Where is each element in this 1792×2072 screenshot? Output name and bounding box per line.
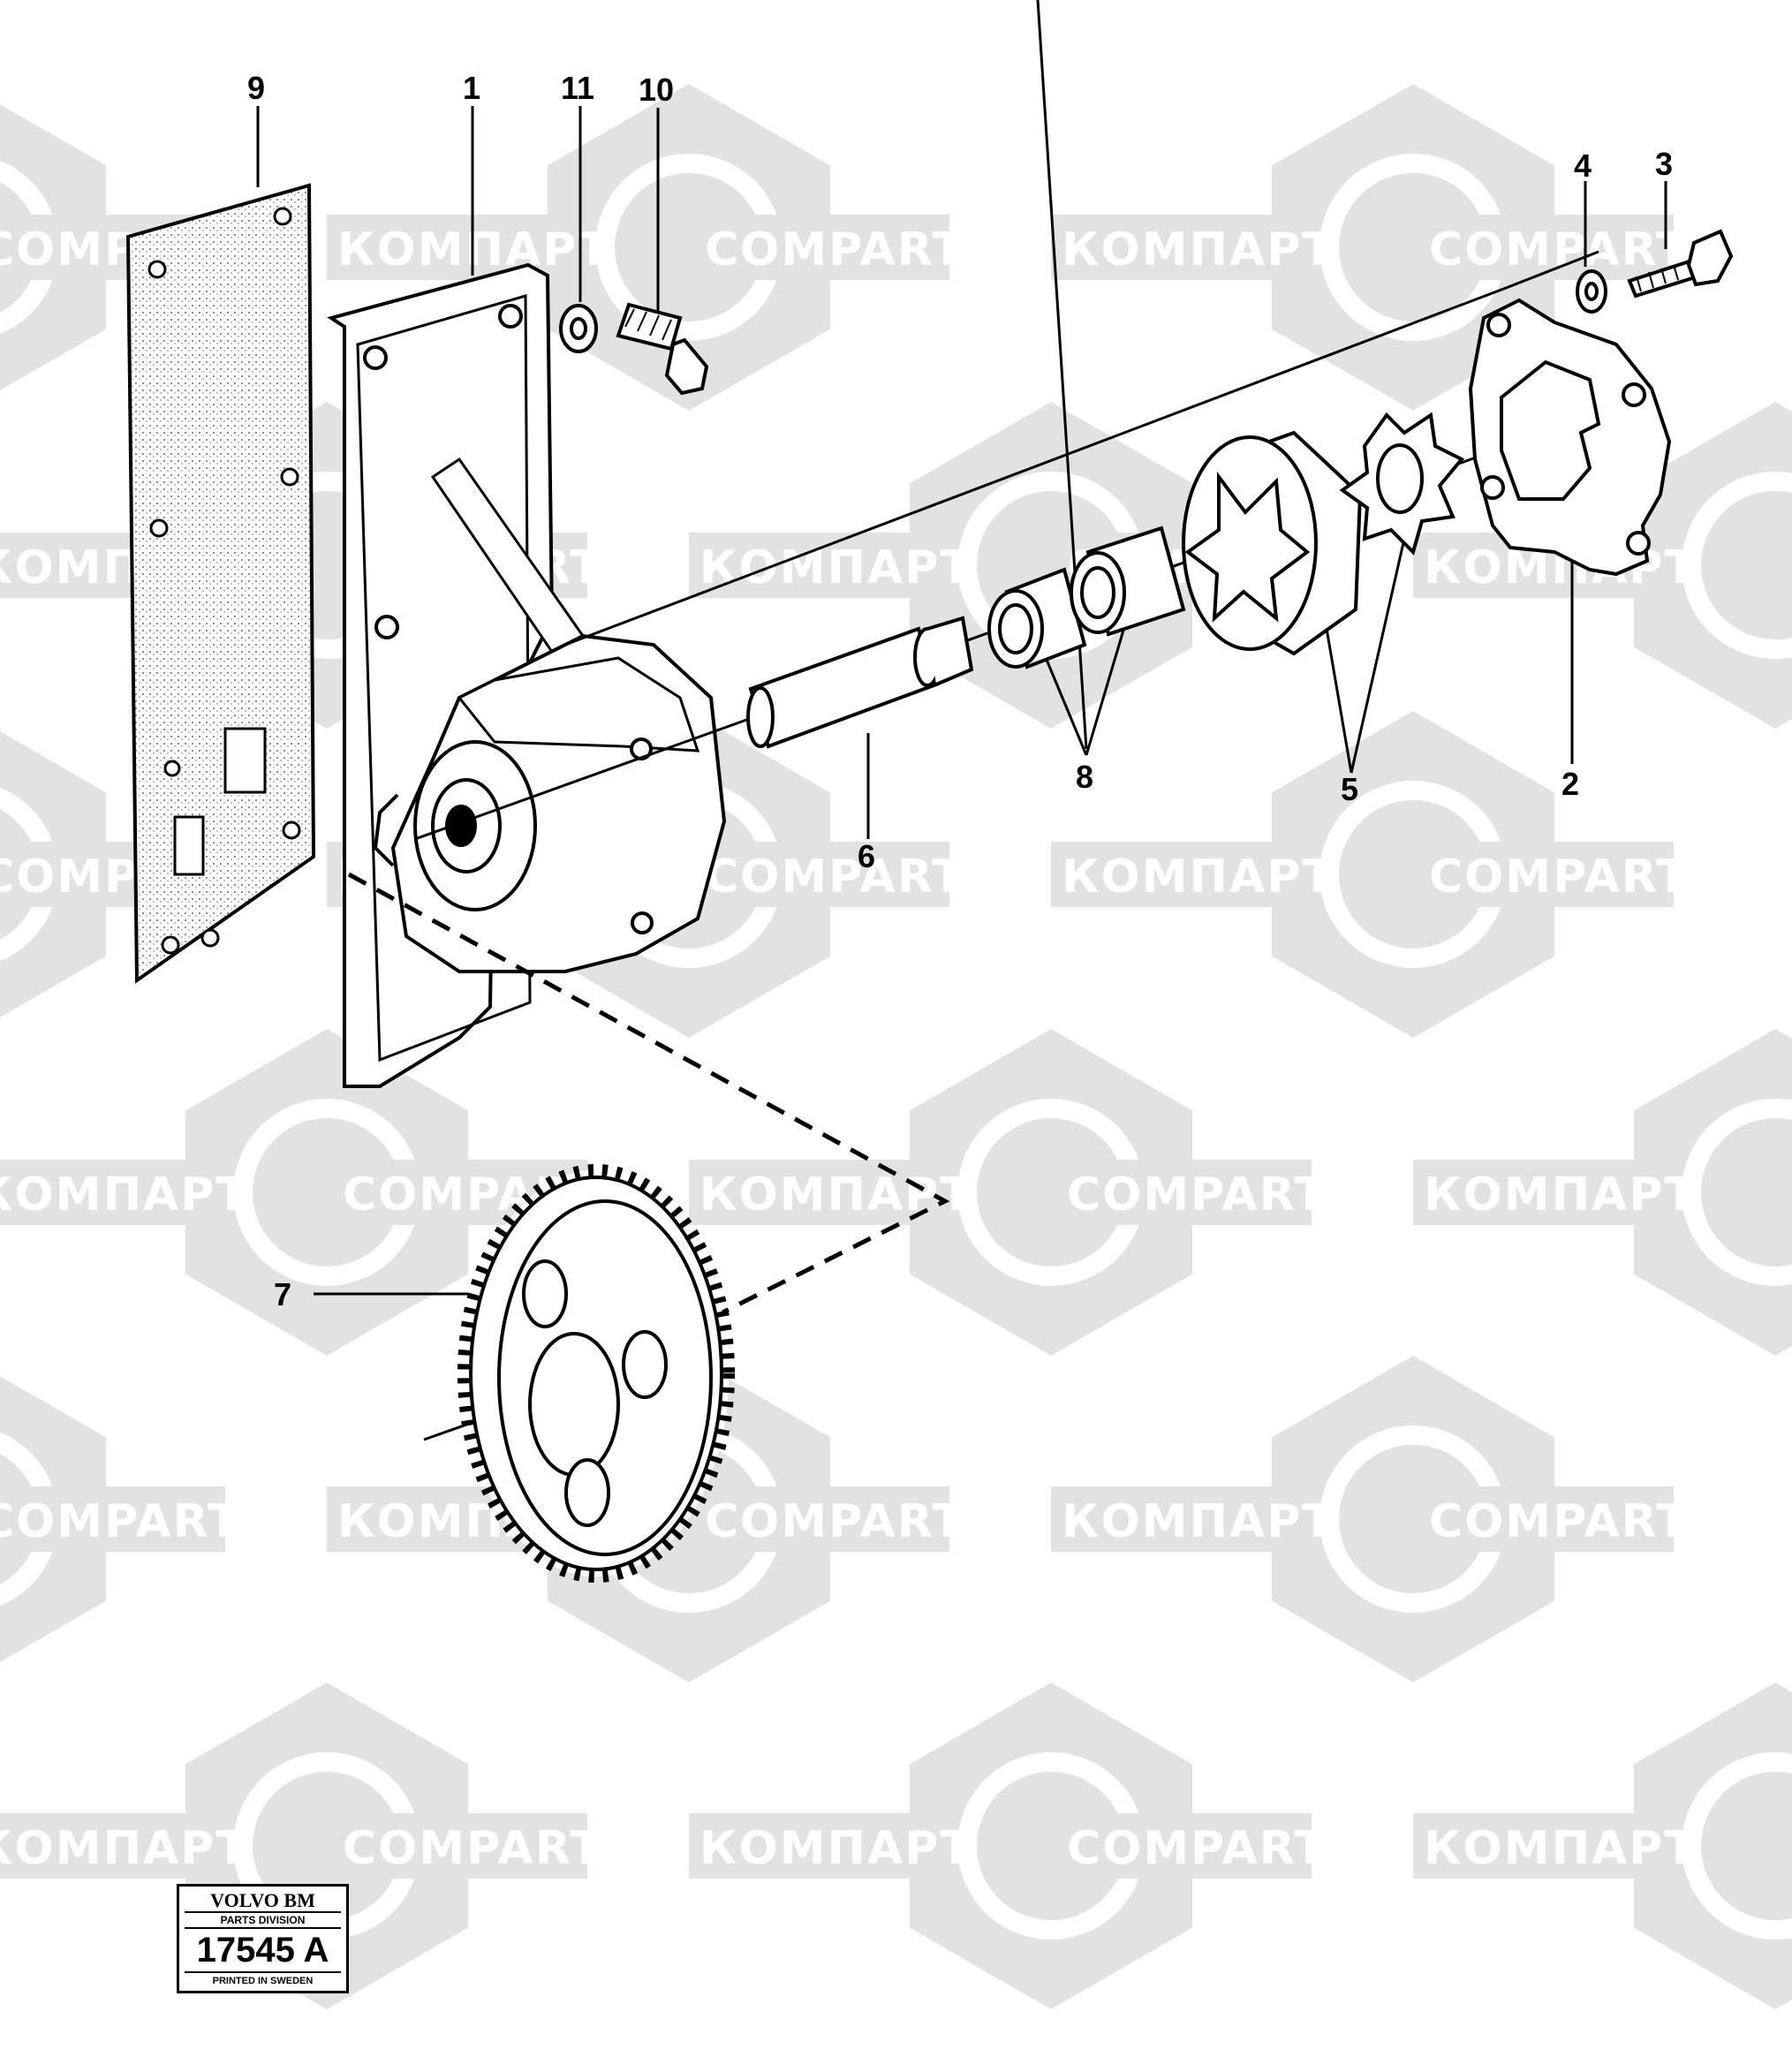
bearings-8: [987, 526, 1186, 669]
part-number-stamp: VOLVO BM PARTS DIVISION 17545 A PRINTED …: [177, 1884, 349, 1993]
watermark-cyrillic: КОМПАРТ: [1424, 1822, 1697, 1875]
callout-2: 2: [1561, 766, 1579, 802]
watermark-latin: COMPART: [1067, 1822, 1327, 1875]
gasket-plate-9: [125, 183, 316, 984]
callout-9: 9: [247, 70, 265, 106]
watermark-tile: КОМПАРТ COMPART: [689, 1683, 1327, 2009]
watermark-tile: КОМПАРТ COMPART: [689, 1029, 1327, 1356]
bolt-10: [616, 302, 709, 396]
watermark-cyrillic: КОМПАРТ: [699, 1168, 973, 1221]
watermark-cyrillic: КОМПАРТ: [699, 541, 973, 594]
cover-2: [1468, 298, 1672, 577]
callout-4: 4: [1574, 147, 1592, 184]
callout-6: 6: [858, 838, 875, 874]
watermark-cyrillic: КОМПАРТ: [0, 1168, 249, 1221]
watermark-cyrillic: КОМПАРТ: [1062, 223, 1335, 276]
stamp-printed: PRINTED IN SWEDEN: [212, 1976, 314, 1986]
watermark-latin: COMPART: [705, 223, 965, 276]
callout-5: 5: [1341, 771, 1358, 807]
rotor-set-5: [1182, 412, 1465, 656]
gear-7: [457, 1164, 735, 1583]
watermark-cyrillic: КОМПАРТ: [1062, 851, 1335, 904]
callout-11: 11: [561, 70, 594, 106]
watermark-cyrillic: КОМПАРТ: [0, 1822, 249, 1875]
washer-4: [1576, 269, 1607, 314]
watermark-tile: КОМПАРТ COMPART: [1051, 711, 1690, 1038]
washer-11: [559, 304, 598, 353]
stamp-brand: VOLVO BM: [185, 1890, 341, 1913]
watermark-cyrillic: КОМПАРТ: [1062, 1495, 1335, 1548]
watermark-latin: COMPART: [705, 1495, 965, 1548]
pump-body-1: [327, 262, 727, 1088]
callout-7: 7: [274, 1276, 291, 1312]
watermark-cyrillic: КОМПАРТ: [699, 1822, 973, 1875]
watermark-tile: КОМПАРТ COMPART: [1051, 1356, 1690, 1683]
watermark-latin: COMPART: [0, 1495, 241, 1548]
watermark-latin: COMPART: [343, 1822, 603, 1875]
stamp-division: PARTS DIVISION: [185, 1913, 341, 1929]
shaft-6: [746, 616, 974, 749]
callout-labels: 9 1 11 10 4 3 2 5 8 6 7: [247, 70, 1673, 1312]
stamp-number: 17545 A: [185, 1929, 341, 1973]
callout-8: 8: [1076, 759, 1093, 795]
watermark-cyrillic: КОМПАРТ: [1424, 1168, 1697, 1221]
screw-3: [1627, 229, 1734, 299]
callout-1: 1: [463, 70, 480, 106]
watermark-latin: COMPART: [1429, 1495, 1690, 1548]
watermark-latin: COMPART: [1067, 1168, 1327, 1221]
watermark-latin: COMPART: [1429, 851, 1690, 904]
watermark-cyrillic: КОМПАРТ: [337, 223, 611, 276]
watermark-latin: COMPART: [705, 851, 965, 904]
callout-10: 10: [639, 72, 674, 108]
callout-3: 3: [1655, 146, 1673, 182]
